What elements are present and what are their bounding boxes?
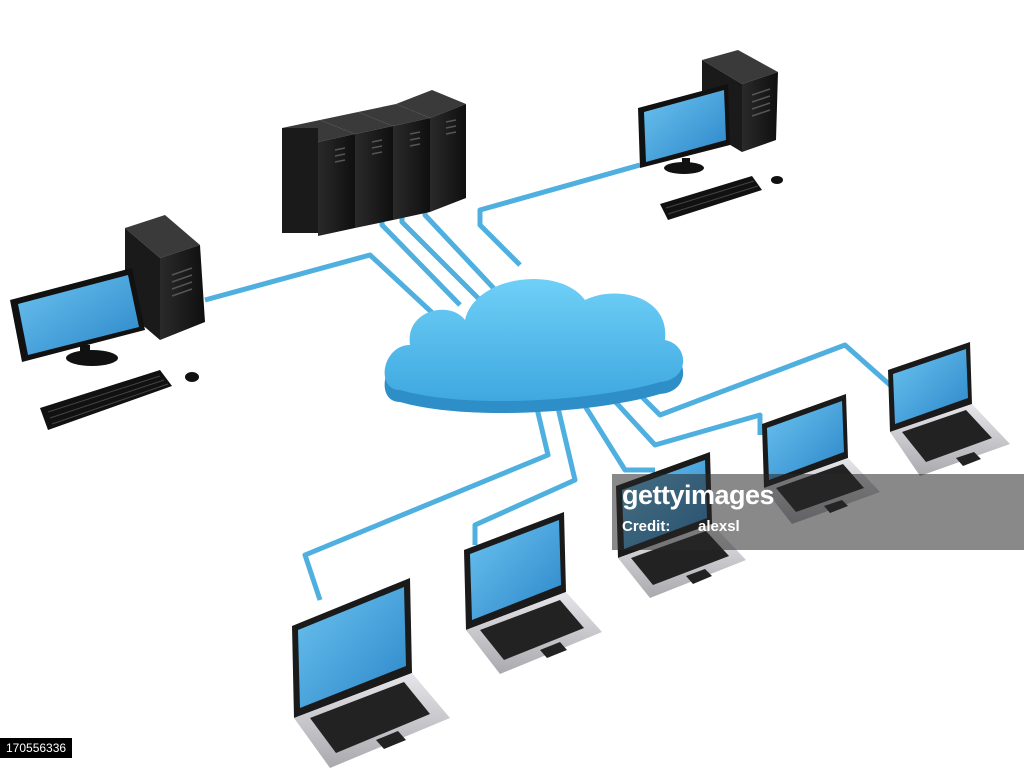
cable-server-1 [379, 215, 462, 307]
server-vents [334, 119, 457, 163]
desktop-right-monitor [638, 84, 730, 174]
desktop-right-mouse [771, 176, 783, 184]
cable-laptop-2 [472, 394, 578, 545]
desktop-left-mouse [185, 372, 199, 382]
desktop-right [638, 50, 783, 220]
laptop-1 [292, 578, 450, 768]
desktop-left-keyboard [40, 370, 172, 430]
server-tower-2 [320, 112, 393, 228]
server-tower-1 [282, 120, 355, 236]
watermark-credit-label: Credit: [622, 518, 671, 535]
laptop-2 [464, 512, 602, 674]
cloud-icon [384, 278, 684, 414]
desktop-left-monitor [10, 268, 145, 366]
cable-desktop-right [477, 162, 641, 267]
getty-watermark: gettyimages Credit: alexsl [612, 474, 1024, 550]
server-tower-4 [396, 90, 466, 212]
cable-desktop-left [204, 252, 442, 322]
image-id-label: 170556336 [0, 738, 73, 758]
laptop-5 [888, 342, 1010, 476]
desktop-right-keyboard [660, 176, 762, 220]
server-rack [282, 90, 466, 236]
watermark-credit: alexsl [698, 518, 740, 535]
cable-laptop-3 [572, 388, 655, 473]
server-tower-3 [358, 104, 430, 220]
watermark-brand: gettyimages [622, 480, 775, 510]
cable-laptop-1 [302, 399, 551, 601]
desktop-left [10, 215, 205, 430]
cable-laptop-4 [598, 383, 763, 448]
